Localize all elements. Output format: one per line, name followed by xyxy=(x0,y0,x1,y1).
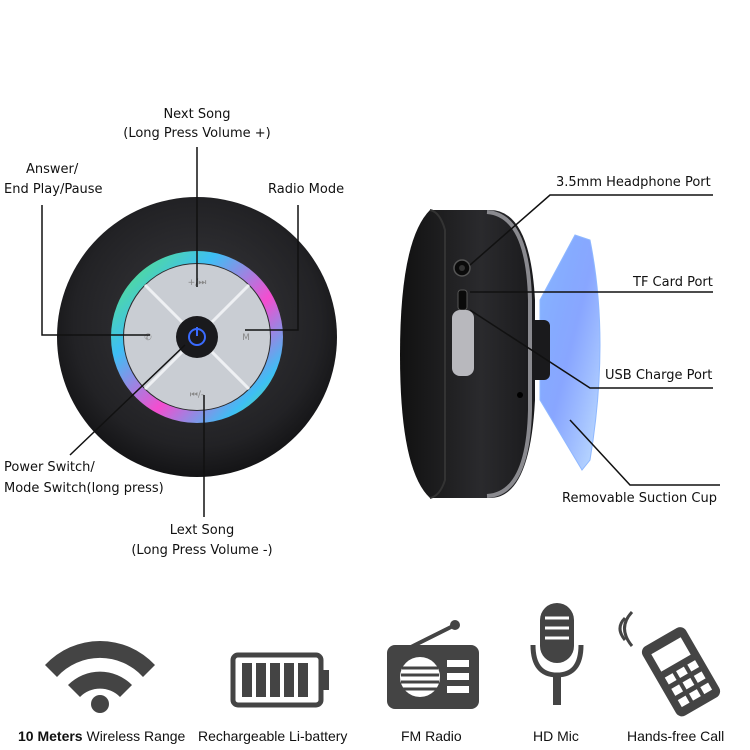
microphone-icon xyxy=(530,603,584,705)
radio-mode-label: Radio Mode xyxy=(268,182,345,197)
answer-label: Answer/ xyxy=(26,162,79,177)
power-switch-sublabel: Mode Switch(long press) xyxy=(4,481,164,496)
tf-card-port-label: TF Card Port xyxy=(633,275,713,290)
headphone-port-label: 3.5mm Headphone Port xyxy=(556,175,711,190)
answer-sublabel: End Play/Pause xyxy=(4,182,103,197)
feature-fm-radio-label: FM Radio xyxy=(401,728,462,744)
feature-hd-mic-label: HD Mic xyxy=(533,728,579,744)
next-song-sublabel: (Long Press Volume +) xyxy=(123,126,271,141)
feature-battery-label: Rechargeable Li-battery xyxy=(198,728,348,744)
phone-icon xyxy=(618,610,721,717)
battery-icon xyxy=(230,652,329,708)
radio-icon xyxy=(387,620,479,709)
lext-song-label: Lext Song xyxy=(169,523,235,538)
usb-charge-port-label: USB Charge Port xyxy=(605,368,713,383)
svg-text:⏮/-: ⏮/- xyxy=(190,390,204,400)
feature-wireless-range-bold: 10 Meters xyxy=(18,728,83,744)
power-switch-label: Power Switch/ xyxy=(4,460,95,475)
suction-cup-label: Removable Suction Cup xyxy=(562,491,717,506)
speaker-front-view: +/⏭ ⏮/- ✆ M xyxy=(57,197,337,477)
wifi-icon xyxy=(45,640,155,713)
feature-hands-free-label: Hands-free Call xyxy=(627,728,725,744)
side-callout-lines xyxy=(469,194,720,486)
feature-wireless-range: 10 Meters Wireless Range xyxy=(18,728,185,744)
speaker-side-view xyxy=(400,209,601,499)
feature-wireless-range-text: Wireless Range xyxy=(86,728,186,744)
svg-text:✆: ✆ xyxy=(144,333,152,343)
lext-song-sublabel: (Long Press Volume -) xyxy=(131,543,273,558)
svg-text:M: M xyxy=(242,333,250,343)
next-song-label: Next Song xyxy=(163,107,231,122)
front-callout-lines xyxy=(41,147,299,517)
